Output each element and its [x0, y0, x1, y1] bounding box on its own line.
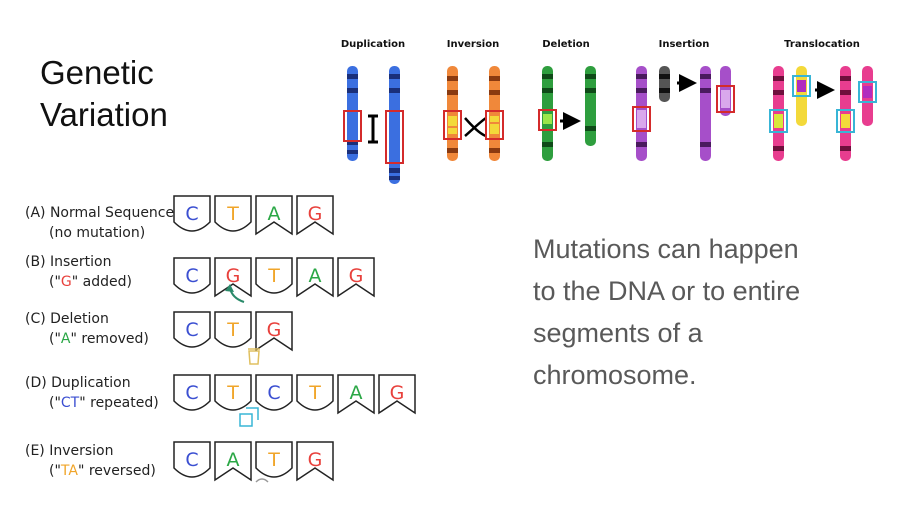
- base-tile-b-0: [173, 257, 211, 294]
- copy-icon: [239, 407, 259, 427]
- mutation-label-duplication: (D) Duplication ("CT" repeated): [25, 375, 159, 411]
- base-tile-b-1: [214, 257, 252, 298]
- base-tile-e-1: [214, 441, 252, 482]
- base-letter-c-1: T: [226, 319, 239, 341]
- label-translocation: Translocation: [784, 39, 860, 50]
- title-line-2: Variation: [40, 96, 168, 133]
- base-tile-b-3: [296, 257, 334, 298]
- caption-line-3: segments of a: [533, 318, 703, 348]
- deletion-chromosomes: [538, 66, 596, 161]
- base-letter-d-4: A: [350, 382, 363, 404]
- caption-line-2: to the DNA or to entire: [533, 276, 801, 306]
- mutation-label-inversion: (E) Inversion ("TA" reversed): [25, 443, 156, 479]
- base-letter-d-2: C: [267, 382, 280, 404]
- caption: Mutations can happen to the DNA or to en…: [533, 228, 863, 396]
- inversion-chromosomes: [443, 66, 504, 161]
- mutation-label-insertion: (B) Insertion ("G" added): [25, 254, 132, 290]
- base-letter-a-3: G: [308, 203, 323, 225]
- base-tile-d-3: [296, 374, 334, 411]
- base-letter-e-0: C: [185, 449, 198, 471]
- base-tile-d-5: [378, 374, 416, 415]
- trash-icon: [248, 348, 260, 365]
- base-tile-d-2: [255, 374, 293, 411]
- base-letter-d-1: T: [226, 382, 239, 404]
- sequence-svg: C T A G C G T A G C T G C T C T A G C A T G: [173, 195, 416, 483]
- caption-line-1: Mutations can happen: [533, 234, 799, 264]
- base-letter-c-0: C: [185, 319, 198, 341]
- base-tile-a-1: [214, 195, 252, 232]
- swap-icon: [255, 478, 269, 483]
- base-tile-c-2: [255, 311, 293, 352]
- base-letter-d-5: G: [390, 382, 405, 404]
- label-deletion: Deletion: [542, 39, 590, 50]
- insertion-chromosomes: [632, 66, 735, 161]
- base-letter-b-0: C: [185, 265, 198, 287]
- mutation-label-deletion: (C) Deletion ("A" removed): [25, 311, 149, 347]
- base-tile-e-3: [296, 441, 334, 482]
- base-tile-e-2: [255, 441, 293, 478]
- base-tile-d-1: [214, 374, 252, 411]
- sequence-tiles: C T A G C G T A G C T G C T C T A G C A T G: [170, 190, 450, 500]
- insertion-arrowhead-icon: [225, 284, 234, 292]
- base-letter-d-3: T: [308, 382, 321, 404]
- title-line-1: Genetic: [40, 54, 154, 91]
- base-tile-a-2: [255, 195, 293, 236]
- base-tile-b-4: [337, 257, 375, 298]
- chromosome-mutation-diagram: Duplication Inversion Deletion Insertion…: [330, 30, 890, 195]
- base-tile-c-1: [214, 311, 252, 348]
- mutation-label-normal: (A) Normal Sequence (no mutation): [25, 205, 175, 241]
- base-letter-c-2: G: [267, 319, 282, 341]
- base-letter-e-2: T: [267, 449, 280, 471]
- base-letter-b-4: G: [349, 265, 364, 287]
- base-letter-a-1: T: [226, 203, 239, 225]
- label-insertion: Insertion: [659, 39, 710, 50]
- duplication-chromosomes: [343, 66, 404, 184]
- base-letter-a-0: C: [185, 203, 198, 225]
- base-tile-d-0: [173, 374, 211, 411]
- slide-title: Genetic Variation: [40, 52, 240, 136]
- base-letter-b-3: A: [309, 265, 322, 287]
- base-tile-c-0: [173, 311, 211, 348]
- base-tile-a-0: [173, 195, 211, 232]
- base-tile-a-3: [296, 195, 334, 236]
- base-letter-e-1: A: [227, 449, 240, 471]
- base-tile-b-2: [255, 257, 293, 294]
- base-letter-b-1: G: [226, 265, 241, 287]
- base-letter-e-3: G: [308, 449, 323, 471]
- chromosome-svg: Duplication Inversion Deletion Insertion…: [341, 39, 877, 184]
- base-tile-e-0: [173, 441, 211, 478]
- caption-line-4: chromosome.: [533, 360, 697, 390]
- label-duplication: Duplication: [341, 39, 405, 50]
- base-letter-b-2: T: [267, 265, 280, 287]
- base-tile-d-4: [337, 374, 375, 415]
- base-letter-d-0: C: [185, 382, 198, 404]
- label-inversion: Inversion: [447, 39, 499, 50]
- translocation-chromosomes: [769, 66, 877, 161]
- base-letter-a-2: A: [268, 203, 281, 225]
